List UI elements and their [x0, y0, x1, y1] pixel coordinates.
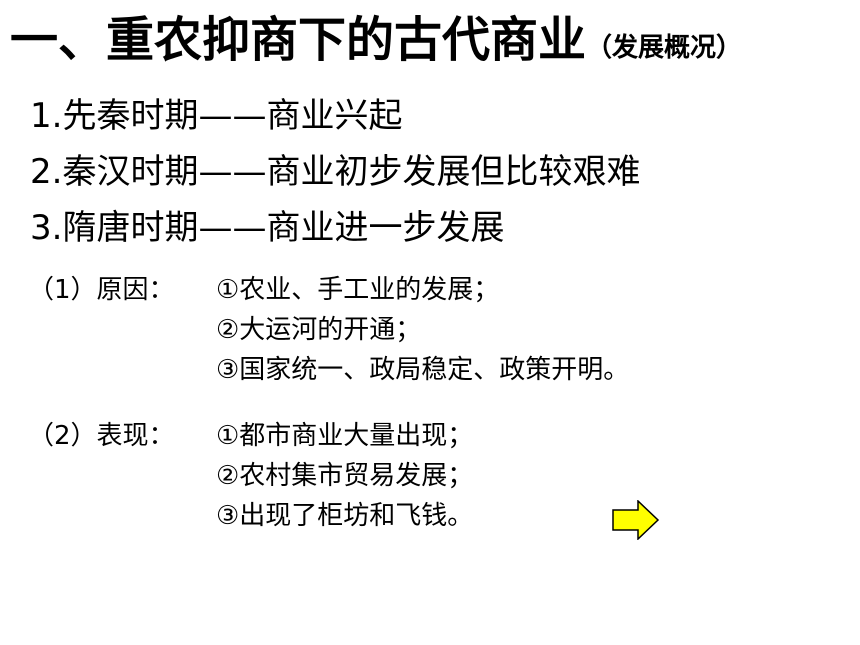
period-item: 1.先秦时期——商业兴起 [30, 96, 403, 136]
reason-item: ②大运河的开通； [216, 315, 422, 345]
manifestation-item: ①都市商业大量出现； [216, 421, 474, 451]
title-main: 一、重农抑商下的古代商业 [10, 12, 587, 68]
manifestation-item: ③出现了柜坊和飞钱。 [216, 501, 474, 531]
title-subtitle: （发展概况） [586, 33, 743, 63]
period-item: 2.秦汉时期——商业初步发展但比较艰难 [30, 152, 641, 192]
manifestations-label: （2）表现： [28, 421, 175, 451]
reasons-list: ①农业、手工业的发展； ②大运河的开通； ③国家统一、政局稳定、政策开明。 [216, 270, 629, 390]
reasons-label: （1）原因： [28, 275, 175, 305]
reason-item: ③国家统一、政局稳定、政策开明。 [216, 355, 630, 385]
reason-item: ①农业、手工业的发展； [216, 275, 500, 305]
manifestations-list: ①都市商业大量出现； ②农村集市贸易发展； ③出现了柜坊和飞钱。 [216, 416, 473, 536]
period-list: 1.先秦时期——商业兴起 2.秦汉时期——商业初步发展但比较艰难 3.隋唐时期—… [30, 88, 640, 256]
right-arrow-shape[interactable] [612, 500, 660, 540]
slide-title: 一、重农抑商下的古代商业（发展概况） [10, 8, 742, 80]
period-item: 3.隋唐时期——商业进一步发展 [30, 208, 505, 248]
manifestation-item: ②农村集市贸易发展； [216, 461, 474, 491]
right-arrow-icon[interactable] [612, 500, 660, 540]
